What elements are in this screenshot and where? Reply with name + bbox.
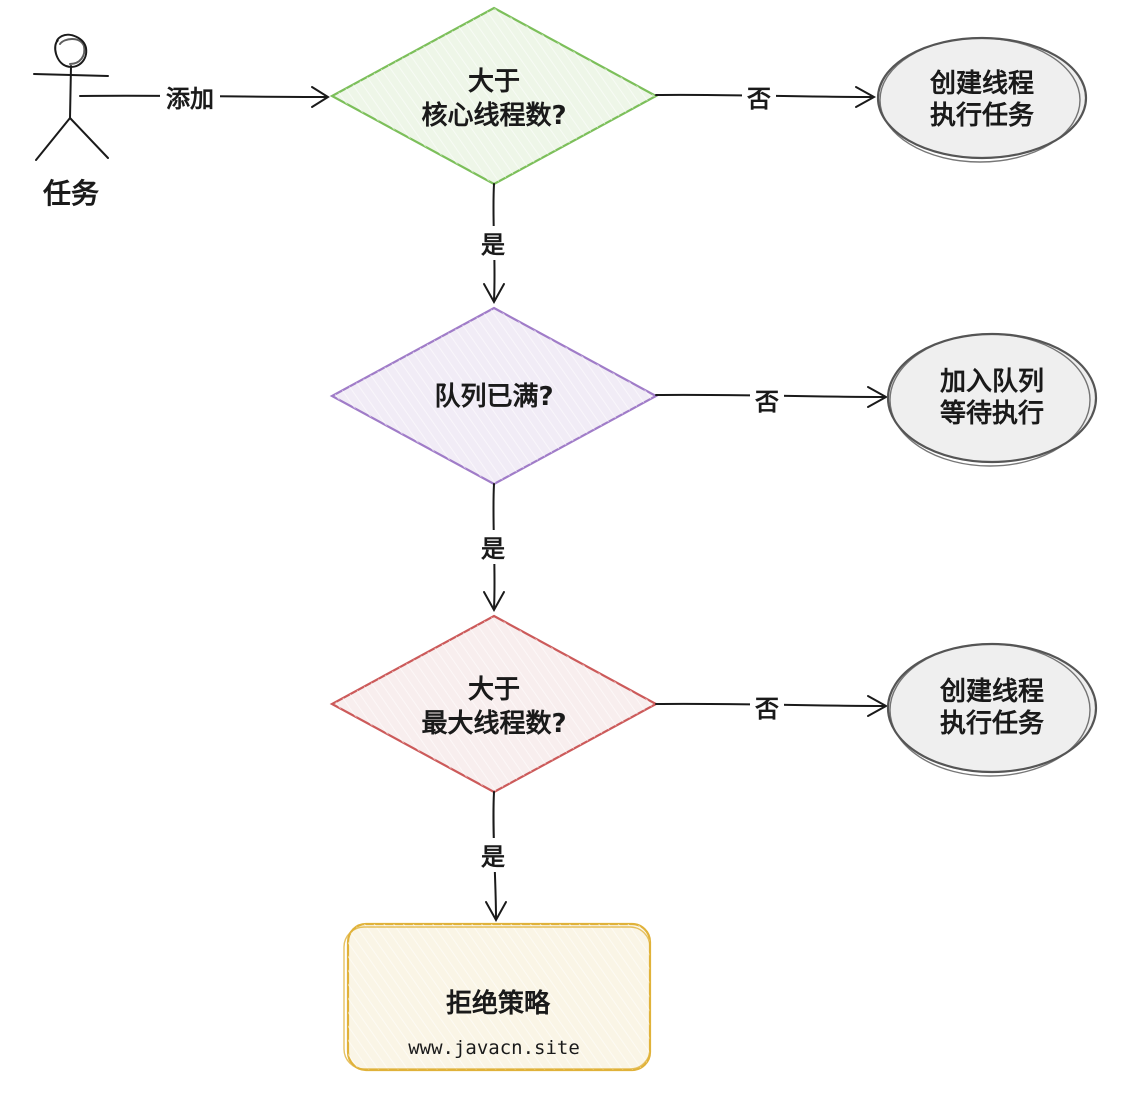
actor-arms [33, 73, 109, 77]
decision-queue-full: 队列已满? [329, 306, 659, 486]
decision-max-threads: 大于 最大线程数? [329, 614, 659, 794]
outcome-create-thread-1: 创建线程 执行任务 [876, 36, 1088, 163]
decision-core-threads: 大于 核心线程数? [329, 6, 659, 186]
edge-add-label: 添加 [166, 85, 214, 113]
decision-core-threads-line1: 大于 [468, 67, 520, 97]
decision-queue-full-line1: 队列已满? [434, 382, 553, 412]
edge-yes-3-label: 是 [481, 843, 505, 871]
terminal-reject-policy-label: 拒绝策略 [446, 988, 551, 1019]
outcome-create-thread-1-line1: 创建线程 [929, 69, 1034, 99]
edge-no-2-label: 否 [754, 388, 779, 416]
outcome-create-thread-2-line1: 创建线程 [939, 677, 1044, 707]
outcome-create-thread-2: 创建线程 执行任务 [886, 642, 1098, 777]
edge-no-3-label: 否 [754, 695, 779, 723]
edge-no-1-label: 否 [746, 85, 771, 113]
decision-max-threads-line1: 大于 [468, 675, 520, 705]
actor-figure [33, 33, 109, 161]
edge-yes-1-label: 是 [481, 231, 505, 259]
outcome-create-thread-2-line2: 执行任务 [940, 708, 1044, 739]
outcome-enqueue-line1: 加入队列 [940, 367, 1044, 397]
actor-leg-left [35, 117, 71, 161]
terminal-watermark-url: www.javacn.site [408, 1037, 580, 1059]
actor-body [69, 65, 72, 119]
edge-yes-2-label: 是 [481, 535, 505, 563]
outcome-enqueue: 加入队列 等待执行 [886, 332, 1098, 467]
actor-head [54, 33, 88, 68]
decision-core-threads-line2: 核心线程数? [421, 100, 566, 131]
actor-leg-right [69, 117, 109, 159]
decision-max-threads-line2: 最大线程数? [421, 709, 566, 739]
terminal-reject-policy: 拒绝策略 www.javacn.site [343, 922, 652, 1072]
actor-head-scribble [59, 38, 86, 65]
outcome-create-thread-1-line2: 执行任务 [930, 100, 1034, 131]
actor-label: 任务 [42, 177, 99, 210]
outcome-enqueue-line2: 等待执行 [940, 398, 1044, 429]
